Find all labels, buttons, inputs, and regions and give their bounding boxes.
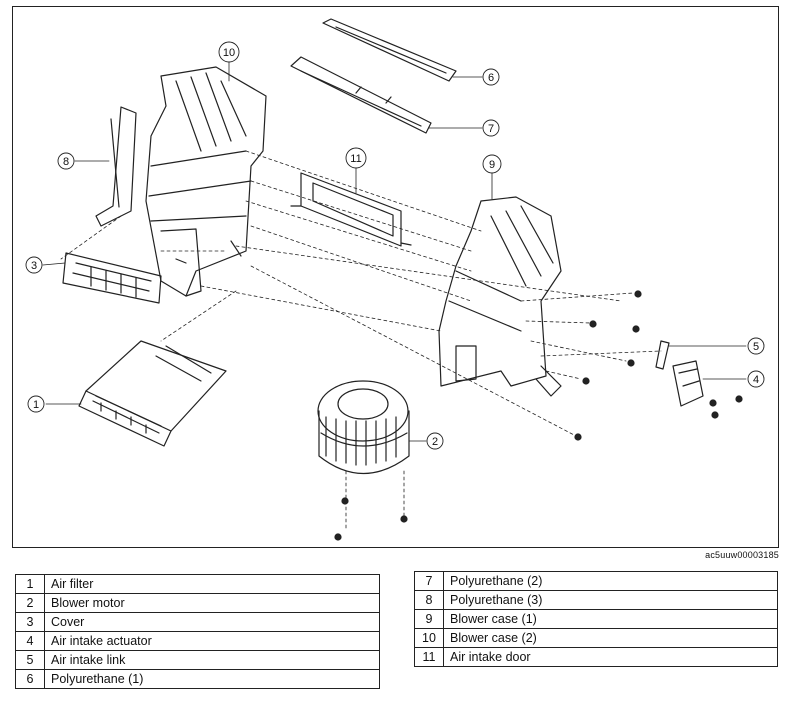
air-intake-door-drawing — [290, 172, 412, 247]
legend-part-name: Polyurethane (2) — [443, 571, 778, 591]
callout-8: 8 — [57, 152, 110, 170]
callout-label: 11 — [350, 153, 361, 165]
legend-number: 3 — [15, 612, 45, 632]
blower-case-1-drawing — [438, 196, 562, 397]
exploded-diagram-frame: 1 2 3 4 5 6 7 8 9 10 — [12, 6, 779, 548]
callout-2: 2 — [408, 432, 444, 450]
blower-case-2-drawing — [145, 66, 267, 297]
callout-6: 6 — [452, 68, 500, 86]
legend-part-name: Air intake actuator — [44, 631, 380, 651]
callout-5: 5 — [668, 337, 765, 355]
callout-1: 1 — [27, 395, 82, 413]
callout-11: 11 — [345, 147, 367, 194]
callout-3: 3 — [25, 256, 66, 274]
legend-part-name: Blower case (1) — [443, 609, 778, 629]
drawing-code: ac5uuw00003185 — [705, 550, 779, 560]
screw-set — [334, 290, 743, 541]
legend-part-name: Polyurethane (1) — [44, 669, 380, 689]
callout-label: 7 — [488, 123, 494, 135]
legend-number: 1 — [15, 574, 45, 594]
callout-9: 9 — [482, 154, 502, 200]
legend-number: 7 — [414, 571, 444, 591]
callout-label: 9 — [489, 159, 495, 171]
legend-number: 9 — [414, 609, 444, 629]
legend-part-name: Air filter — [44, 574, 380, 594]
callout-label: 6 — [488, 72, 494, 84]
legend-number: 11 — [414, 647, 444, 667]
callout-label: 8 — [63, 156, 69, 168]
callout-label: 3 — [31, 260, 37, 272]
callout-label: 4 — [753, 374, 759, 386]
air-intake-link-drawing — [655, 340, 670, 370]
callout-label: 10 — [223, 47, 235, 59]
legend-part-name: Polyurethane (3) — [443, 590, 778, 610]
legend-number: 5 — [15, 650, 45, 670]
callout-4: 4 — [702, 370, 765, 388]
callout-label: 1 — [33, 399, 39, 411]
callout-7: 7 — [428, 119, 500, 137]
legend-number: 6 — [15, 669, 45, 689]
air-filter-drawing — [78, 340, 227, 447]
legend-number: 10 — [414, 628, 444, 648]
legend-number: 4 — [15, 631, 45, 651]
legend-part-name: Blower motor — [44, 593, 380, 613]
legend-number: 2 — [15, 593, 45, 613]
blower-motor-drawing — [317, 380, 410, 474]
legend-part-name: Air intake link — [44, 650, 380, 670]
legend-part-name: Blower case (2) — [443, 628, 778, 648]
polyurethane-3-drawing — [95, 106, 137, 227]
exploded-view-drawing: 1 2 3 4 5 6 7 8 9 10 — [25, 18, 765, 541]
cover-drawing — [62, 252, 162, 304]
legend-part-name: Cover — [44, 612, 380, 632]
legend-part-name: Air intake door — [443, 647, 778, 667]
alignment-lines — [60, 150, 662, 530]
polyurethane-1-drawing — [322, 18, 457, 82]
callout-label: 2 — [432, 436, 438, 448]
polyurethane-2-drawing — [290, 56, 432, 134]
callout-10: 10 — [218, 41, 240, 82]
air-intake-actuator-drawing — [672, 360, 704, 407]
legend-number: 8 — [414, 590, 444, 610]
callout-label: 5 — [753, 341, 759, 353]
